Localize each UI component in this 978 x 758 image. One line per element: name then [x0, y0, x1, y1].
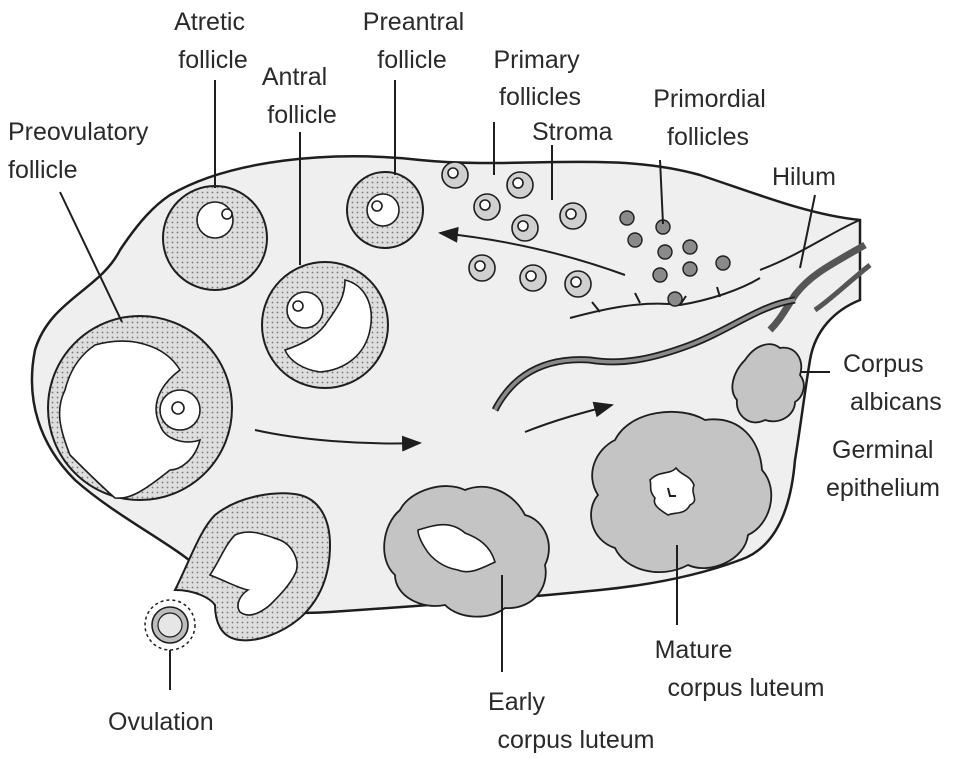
label-preantral-follicle: Preantral follicle [363, 8, 471, 74]
antral-follicle [262, 262, 388, 388]
label-stroma: Stroma [532, 118, 613, 146]
label-mature-corpus-luteum: Mature corpus luteum [655, 636, 825, 702]
label-primordial-follicles: Primordial follicles [653, 85, 772, 151]
ovulated-oocyte [145, 600, 195, 650]
label-germinal-epithelium: Germinal epithelium [826, 436, 940, 502]
label-antral-follicle: Antral follicle [262, 63, 337, 129]
preantral-follicle [347, 172, 423, 248]
label-corpus-albicans: Corpus albicans [843, 350, 942, 416]
atretic-follicle [163, 186, 267, 290]
label-atretic-follicle: Atretic follicle [174, 8, 252, 74]
label-early-corpus-luteum: Early corpus luteum [488, 688, 654, 754]
label-preovulatory-follicle: Preovulatory follicle [8, 118, 155, 184]
preovulatory-follicle [48, 316, 232, 500]
label-ovulation: Ovulation [108, 708, 214, 736]
label-hilum: Hilum [772, 163, 836, 191]
label-primary-follicles: Primary follicles [493, 46, 586, 111]
